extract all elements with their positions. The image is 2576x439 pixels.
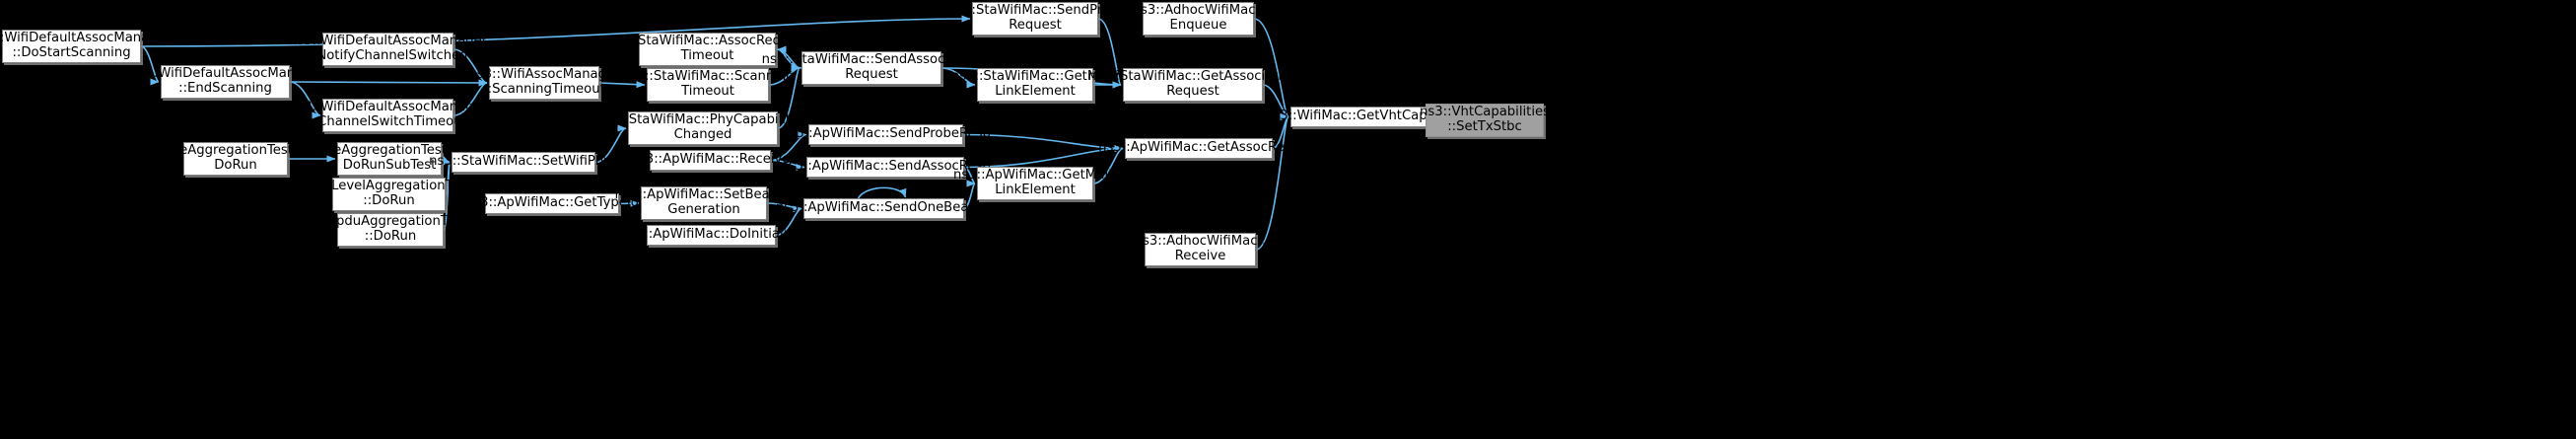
graph-edge (1255, 113, 1289, 251)
graph-edge (777, 64, 801, 129)
graph-node[interactable]: AmpduAggregationTest ::DoRun (314, 213, 466, 247)
graph-node-label: AmpduAggregationTest ::DoRun (314, 214, 466, 244)
graph-node[interactable]: ns3::ApWifiMac::DoInitialize (621, 225, 801, 246)
graph-node-label: ns3::StaWifiMac::SetWifiPhys (429, 154, 618, 170)
graph-node-label: ns3::ApWifiMac::SendAssocResp (780, 159, 991, 175)
graph-node[interactable]: HeAggregationTest:: DoRun (170, 142, 302, 176)
graph-node-label: ns3::ApWifiMac::Receive (630, 152, 791, 168)
graph-edge (598, 81, 646, 89)
graph-node-label: ns3::AdhocWifiMac:: Receive (1134, 234, 1267, 263)
graph-node-label: ns3::ApWifiMac::SendOneBeacon (775, 200, 993, 216)
graph-edge (770, 159, 805, 171)
graph-edge (963, 145, 1124, 169)
graph-node-label: ns3::WifiDefaultAssocManager ::EndScanni… (125, 66, 325, 96)
graph-node-label: ns3::StaWifiMac::PhyCapabilities Changed (596, 112, 809, 142)
graph-edge (775, 205, 802, 237)
graph-edge (857, 186, 907, 199)
graph-node[interactable]: ns3::ApWifiMac::GetAssocResp (1098, 138, 1299, 159)
graph-node[interactable]: ns3::ApWifiMac::SendProbeResp (781, 124, 991, 145)
graph-node-label: ns3::StaWifiMac::GetAssociation Request (1087, 69, 1298, 99)
graph-edge (453, 79, 488, 116)
graph-node[interactable]: ns3::WifiDefaultAssocManager ::EndScanni… (126, 65, 324, 99)
graph-node[interactable]: ns3::WifiAssocManager ::ScanningTimeout (468, 66, 620, 100)
graph-node-label: ns3::ApWifiMac::GetMulti LinkElement (953, 168, 1117, 197)
graph-node[interactable]: ns3::StaWifiMac::GetAssociation Request (1087, 68, 1298, 102)
graph-node[interactable]: ns3::WifiDefaultAssocManager ::ChannelSw… (289, 99, 487, 132)
graph-edge (441, 159, 451, 231)
graph-node-label: ns3::ApWifiMac::SendProbeResp (781, 126, 991, 142)
graph-node[interactable]: ns3::StaWifiMac::AssocRequest Timeout (605, 33, 809, 66)
graph-node-label: ns3::StaWifiMac::SendAssociation Request (761, 52, 982, 82)
graph-node[interactable]: ns3::ApWifiMac::GetMulti LinkElement (953, 167, 1117, 200)
graph-node[interactable]: ns3::StaWifiMac::SendAssociation Request (762, 51, 981, 85)
graph-edge (289, 79, 488, 87)
graph-node-label: TwoLevelAggregationTest ::DoRun (307, 179, 471, 208)
graph-edge (618, 199, 640, 207)
graph-node-label: ns3::ApWifiMac::DoInitialize (620, 227, 802, 243)
graph-node[interactable]: ns3::AdhocWifiMac:: Enqueue (1133, 2, 1264, 36)
graph-node[interactable]: ns3::AdhocWifiMac:: Receive (1135, 233, 1266, 266)
graph-node[interactable]: ns3::ApWifiMac::SendOneBeacon (776, 198, 992, 219)
graph-node-label: ns3::WifiDefaultAssocManager ::DoStartSc… (0, 31, 172, 60)
graph-edge (770, 131, 807, 162)
graph-node-label: HeAggregationTest:: DoRunSubTest (323, 143, 455, 173)
graph-node-label: ns3::VhtCapabilities ::SetTxStbc (1420, 105, 1550, 134)
graph-node-label: HeAggregationTest:: DoRun (170, 143, 302, 173)
graph-edge (289, 81, 321, 119)
graph-node[interactable]: ns3::WifiDefaultAssocManager ::NotifyCha… (289, 33, 487, 66)
graph-node[interactable]: ns3::ApWifiMac::SendAssocResp (780, 157, 991, 178)
graph-node-label: ns3::WifiAssocManager ::ScanningTimeout (468, 67, 620, 97)
graph-edge (140, 15, 971, 47)
graph-edge (140, 45, 160, 86)
graph-node-label: ns3::WifiDefaultAssocManager ::NotifyCha… (288, 34, 488, 63)
graph-node-label: ns3::WifiMac::GetVhtCapabilities (1265, 109, 1478, 124)
graph-node-label: ns3::WifiDefaultAssocManager ::ChannelSw… (288, 100, 488, 129)
graph-edge (962, 133, 1124, 152)
graph-edge (963, 180, 976, 210)
graph-node-label: ns3::ApWifiMac::GetAssocResp (1098, 140, 1299, 156)
graph-node[interactable]: HeAggregationTest:: DoRunSubTest (323, 142, 455, 176)
graph-edge (1092, 145, 1124, 184)
graph-node-label: ns3::StaWifiMac::SendProbe Request (943, 3, 1127, 33)
graph-node[interactable]: ns3::StaWifiMac::SendProbe Request (943, 2, 1127, 36)
graph-node[interactable]: ns3::StaWifiMac::GetMulti LinkElement (951, 68, 1119, 102)
graph-node-label: ns3::AdhocWifiMac:: Enqueue (1132, 3, 1265, 33)
graph-node[interactable]: ns3::StaWifiMac::PhyCapabilities Changed (596, 111, 809, 145)
graph-node[interactable]: ns3::VhtCapabilities ::SetTxStbc (1420, 104, 1550, 137)
graph-node[interactable]: ns3::ApWifiMac::SetBeacon Generation (615, 186, 793, 220)
graph-node-label: ns3::StaWifiMac::Scanning Timeout (621, 69, 795, 99)
graph-edge (594, 124, 627, 164)
graph-node[interactable]: TwoLevelAggregationTest ::DoRun (307, 178, 471, 211)
graph-node[interactable]: ns3::ApWifiMac::Receive (631, 150, 790, 171)
graph-node[interactable]: ns3::StaWifiMac::Scanning Timeout (621, 68, 795, 102)
graph-node-label: ns3::ApWifiMac::GetTypeId (464, 195, 640, 211)
graph-node-label: ns3::StaWifiMac::GetMulti LinkElement (950, 69, 1120, 99)
graph-node-label: ns3::StaWifiMac::AssocRequest Timeout (605, 34, 809, 63)
graph-edge (1253, 18, 1289, 120)
graph-node[interactable]: ns3::StaWifiMac::SetWifiPhys (429, 152, 618, 173)
graph-node[interactable]: ns3::WifiDefaultAssocManager ::DoStartSc… (0, 30, 171, 63)
graph-node-label: ns3::ApWifiMac::SetBeacon Generation (614, 187, 794, 217)
graph-node[interactable]: ns3::ApWifiMac::GetTypeId (465, 193, 639, 214)
